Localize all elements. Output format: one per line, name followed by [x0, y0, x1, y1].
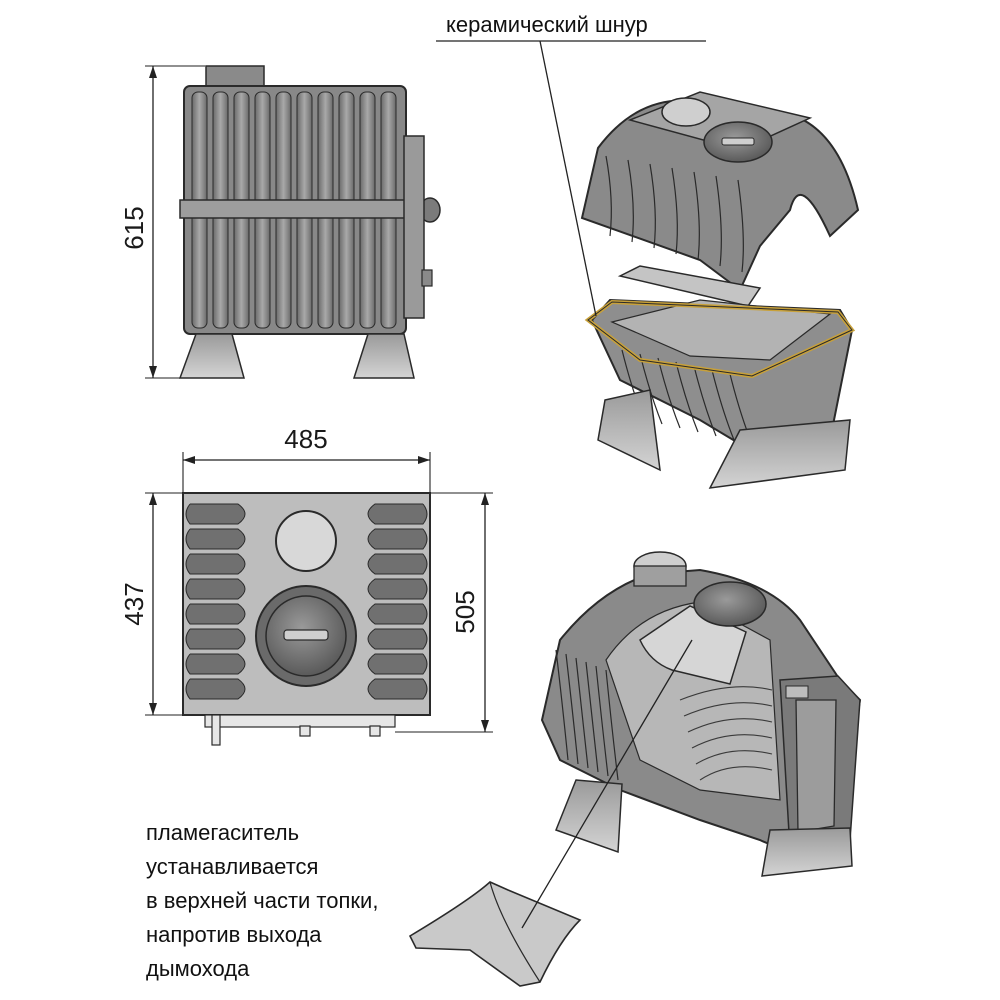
right-leg	[352, 333, 415, 379]
cutaway-rib	[555, 649, 569, 761]
front-bracket-tab-right	[369, 725, 381, 737]
cutaway-leg-left	[555, 779, 623, 854]
cutaway-flue-side	[633, 565, 687, 587]
top-rib-left	[185, 578, 246, 600]
flue-pipe	[205, 65, 265, 89]
upper-flue	[661, 97, 711, 127]
top-rib-right	[367, 553, 428, 575]
upper-rib	[715, 175, 722, 267]
ceramic-cord-label: керамический шнур	[446, 12, 648, 37]
total-depth-value: 505	[450, 590, 480, 633]
upper-hob-handle	[721, 137, 755, 146]
damper-leader	[521, 639, 693, 929]
height-value: 615	[119, 206, 149, 249]
note-line-3: в верхней части топки,	[146, 888, 378, 913]
front-bracket	[204, 714, 396, 728]
top-rib-left	[185, 603, 246, 625]
top-ribs-right	[367, 503, 428, 700]
cutaway-view	[540, 551, 862, 877]
top-rib-right	[367, 528, 428, 550]
note-line-1: пламегаситель	[146, 820, 299, 845]
door-latch	[421, 269, 433, 287]
body-band	[179, 199, 431, 219]
note-line-2: устанавливается	[146, 854, 318, 879]
ceramic-cord-leader	[539, 40, 597, 317]
top-rib-right	[367, 603, 428, 625]
interior-rib	[687, 718, 773, 733]
height-dimension: 615	[119, 65, 205, 379]
lower-rib	[711, 369, 735, 441]
hob-handle	[283, 629, 329, 641]
upper-rib	[605, 155, 612, 237]
top-rib-right	[367, 653, 428, 675]
cutaway-rib	[585, 661, 599, 773]
upper-rib	[627, 159, 634, 243]
top-rib-right	[367, 628, 428, 650]
upper-shell-ribs	[605, 155, 744, 273]
depth-value: 437	[119, 582, 149, 625]
damper-plate-floating	[617, 265, 762, 307]
interior-rib	[683, 702, 773, 717]
ceramic-cord-gasket-outline	[587, 301, 853, 377]
top-plan-view: 485 437 505	[119, 424, 493, 746]
upper-rib	[671, 167, 678, 255]
upper-rib	[649, 163, 656, 249]
cutaway-rib	[605, 669, 619, 781]
cutaway-ribs	[555, 649, 619, 781]
interior-ribs	[679, 686, 773, 781]
exploded-leg-left	[597, 389, 661, 472]
cutaway-hob	[693, 581, 767, 627]
front-bracket-tab-left	[211, 714, 221, 746]
interior-rib	[679, 686, 773, 701]
top-rib-left	[185, 653, 246, 675]
top-rib-left	[185, 553, 246, 575]
width-dimension: 485	[182, 424, 431, 493]
exploded-leg-right	[708, 419, 851, 489]
upper-rib	[737, 179, 744, 273]
cutaway-rib	[565, 653, 579, 765]
depth-dimension: 437	[119, 492, 183, 716]
top-rib-left	[185, 628, 246, 650]
cutaway-door-handle	[785, 685, 809, 699]
note-line-5: дымохода	[146, 956, 250, 981]
cutaway-door	[795, 699, 837, 833]
cutaway-rib	[595, 665, 609, 777]
lower-rib	[657, 357, 681, 429]
door-frame	[403, 135, 425, 319]
front-bracket-tab-mid	[299, 725, 311, 737]
cutaway-rib	[575, 657, 589, 769]
interior-rib	[695, 750, 773, 765]
total-depth-dimension: 505	[395, 492, 493, 733]
flue-opening	[275, 510, 337, 572]
damper-edge	[489, 881, 541, 983]
lower-rib	[675, 361, 699, 433]
lower-shell-ribs	[621, 349, 753, 445]
top-rib-left	[185, 528, 246, 550]
top-rib-left	[185, 678, 246, 700]
top-ribs-left	[185, 503, 246, 700]
exploded-view: керамический шнур	[436, 12, 860, 489]
upper-rib	[693, 171, 700, 261]
flame-damper-part	[408, 639, 693, 987]
upper-shell	[580, 99, 860, 292]
left-leg	[178, 333, 245, 379]
top-rib-right	[367, 578, 428, 600]
interior-rib	[699, 766, 773, 781]
interior-rib	[691, 734, 773, 749]
cutaway-leg-right	[761, 827, 853, 877]
lower-rib	[693, 365, 717, 437]
side-elevation-view: 615	[119, 65, 441, 379]
width-value: 485	[284, 424, 327, 454]
top-rib-right	[367, 678, 428, 700]
top-rib-right	[367, 503, 428, 525]
note-line-4: напротив выхода	[146, 922, 322, 947]
top-rib-left	[185, 503, 246, 525]
flame-damper-note: пламегаситель устанавливается в верхней …	[146, 820, 378, 981]
